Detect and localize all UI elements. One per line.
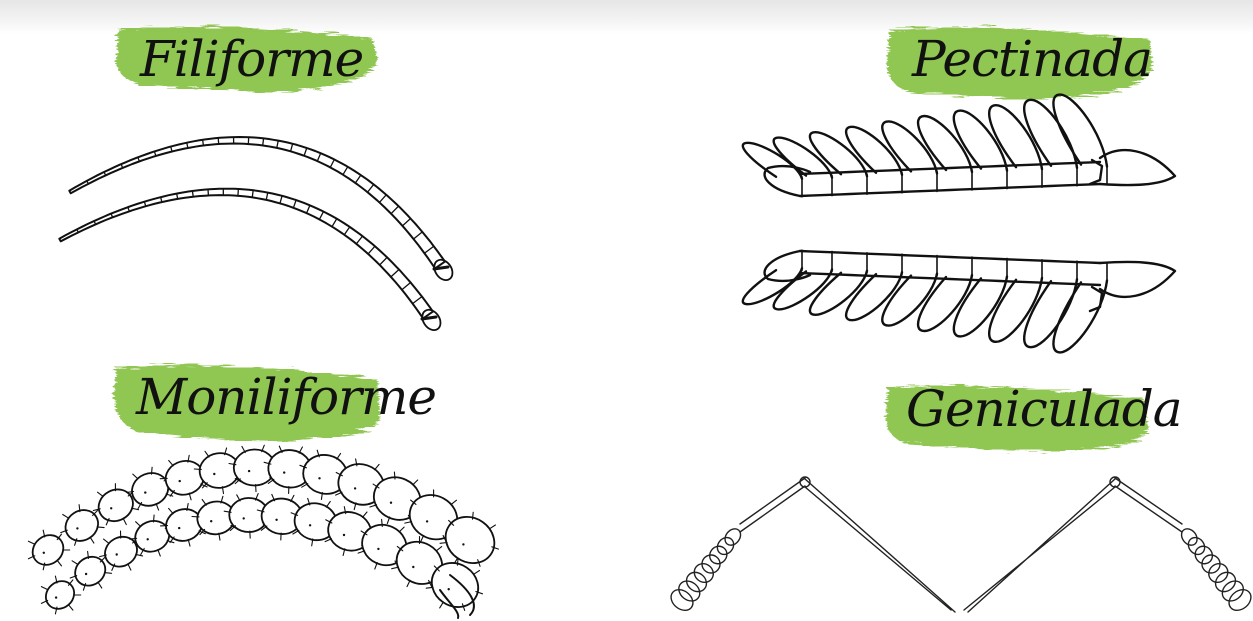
pectinada-antennae-drawing — [743, 95, 1175, 353]
title-filiforme: Filiforme — [139, 30, 363, 88]
title-geniculada: Geniculada — [906, 380, 1182, 438]
filiforme-antennae-drawing — [59, 137, 456, 334]
title-moniliforme: Moniliforme — [135, 368, 436, 426]
moniliforme-antennae-drawing — [27, 445, 504, 618]
title-pectinada: Pectinada — [911, 30, 1152, 88]
geniculada-antennae-drawing — [667, 477, 1253, 615]
